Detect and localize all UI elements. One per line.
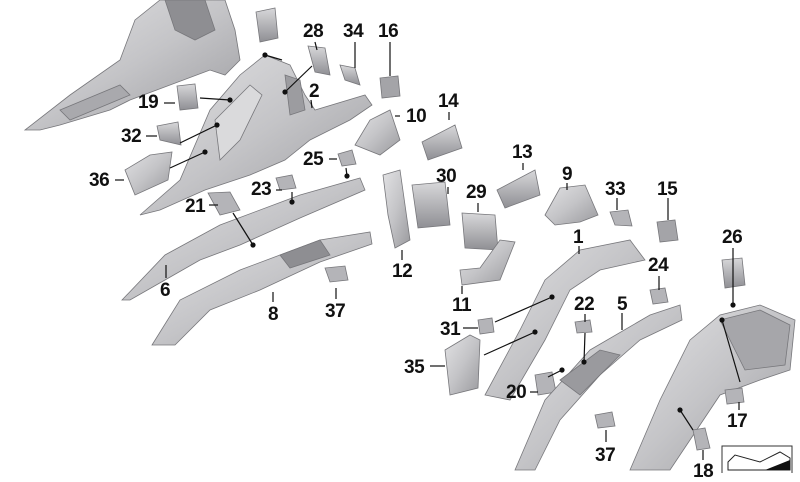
part-label-22: 22: [574, 294, 595, 315]
part-label-31: 31: [440, 319, 461, 340]
part-37b: [594, 411, 616, 429]
part-18: [692, 427, 711, 451]
part-8-rail: [151, 231, 373, 346]
part-17: [724, 387, 745, 405]
part-9: [544, 184, 599, 226]
part-label-1: 1: [573, 227, 584, 248]
part-label-5: 5: [617, 294, 628, 315]
part-label-37: 37: [325, 301, 346, 322]
part-10: [354, 109, 401, 156]
part-30: [411, 181, 451, 229]
part-label-8: 8: [268, 304, 279, 325]
orientation-thumbnail: [721, 445, 793, 473]
part-36: [124, 151, 173, 196]
part-15: [656, 219, 679, 243]
part-22: [574, 319, 593, 334]
part-label-10: 10: [406, 106, 427, 127]
part-16: [379, 75, 401, 99]
part-label-18: 18: [693, 461, 714, 482]
part-21: [207, 191, 241, 216]
part-25: [337, 149, 357, 167]
part-6-longitudinal: [121, 177, 366, 301]
part-37a: [324, 265, 349, 283]
part-rear-structure-top-left: [23, 0, 241, 131]
part-label-2: 2: [309, 81, 320, 102]
part-label-37-lower: 37: [595, 445, 616, 466]
part-label-35: 35: [404, 357, 425, 378]
part-2-wheelhouse: [139, 54, 373, 216]
part-label-34: 34: [343, 21, 364, 42]
leader-lines: [115, 41, 741, 460]
part-label-29: 29: [466, 182, 487, 203]
part-34: [339, 64, 361, 86]
part-label-13: 13: [512, 142, 533, 163]
part-right-assembly: [629, 304, 796, 471]
part-label-12: 12: [392, 261, 413, 282]
part-label-11: 11: [452, 295, 472, 316]
part-12: [382, 169, 411, 249]
part-label-9: 9: [562, 164, 573, 185]
part-11: [459, 239, 516, 286]
part-label-21: 21: [185, 196, 206, 217]
part-bracket-top: [255, 7, 279, 43]
part-32: [156, 121, 182, 146]
part-5-rail: [514, 304, 683, 471]
part-23: [275, 174, 297, 191]
part-29: [461, 212, 499, 251]
part-label-32: 32: [121, 126, 142, 147]
part-label-23: 23: [251, 179, 272, 200]
part-19: [176, 83, 199, 111]
part-label-6: 6: [160, 280, 171, 301]
part-33: [609, 209, 633, 227]
part-35: [444, 334, 481, 396]
part-label-26: 26: [722, 227, 743, 248]
part-24: [649, 287, 669, 305]
part-31: [477, 317, 495, 335]
part-label-36: 36: [89, 170, 110, 191]
part-label-28: 28: [303, 21, 324, 42]
part-13: [496, 169, 541, 209]
part-label-20: 20: [506, 382, 527, 403]
part-label-15: 15: [657, 179, 678, 200]
part-label-14: 14: [438, 91, 459, 112]
part-label-25: 25: [303, 149, 324, 170]
part-label-30: 30: [436, 166, 457, 187]
part-label-16: 16: [378, 21, 399, 42]
part-label-17: 17: [727, 411, 748, 432]
part-label-19: 19: [138, 92, 159, 113]
part-label-33: 33: [605, 179, 626, 200]
part-28: [307, 45, 331, 76]
part-14: [421, 124, 463, 161]
part-label-24: 24: [648, 255, 669, 276]
part-1-rail: [484, 239, 646, 401]
